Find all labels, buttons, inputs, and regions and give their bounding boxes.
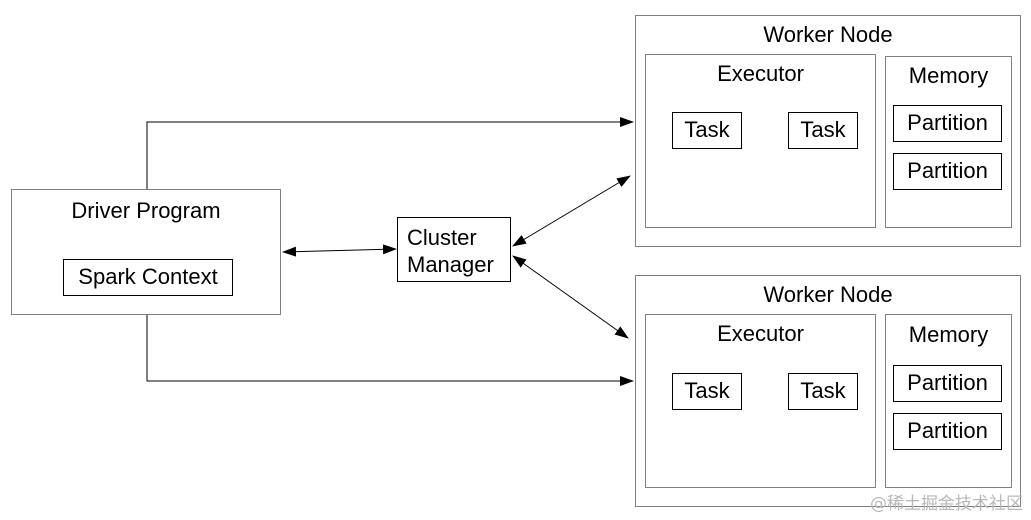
partition-box: Partition [893, 365, 1002, 402]
worker-node-title: Worker Node [763, 282, 893, 307]
memory-box: Memory Partition Partition [885, 56, 1012, 228]
executor-box: Executor Task Task [645, 314, 876, 488]
partition-box: Partition [893, 153, 1002, 190]
driver-to-worker1-arrow [146, 117, 634, 189]
memory-box: Memory Partition Partition [885, 314, 1012, 488]
task-box: Task [788, 112, 858, 149]
partition-box: Partition [893, 413, 1002, 450]
driver-program-title: Driver Program [71, 198, 221, 223]
driver-cluster-manager-arrow [282, 244, 397, 257]
spark-context-box: Spark Context [63, 259, 233, 296]
driver-to-worker2-arrow [146, 315, 634, 386]
task-box: Task [788, 373, 858, 410]
cluster-manager-worker2-arrow [512, 255, 629, 339]
cluster-manager-line2: Manager [407, 252, 494, 277]
memory-title: Memory [908, 322, 989, 347]
cluster-manager-line1: Cluster [407, 225, 477, 250]
task-box: Task [672, 373, 742, 410]
task-box: Task [672, 112, 742, 149]
executor-title: Executor [717, 321, 804, 346]
cluster-manager-worker1-arrow [512, 175, 631, 247]
memory-title: Memory [908, 63, 989, 88]
cluster-manager-box: Cluster Manager [397, 217, 511, 282]
executor-title: Executor [717, 61, 804, 86]
partition-box: Partition [893, 105, 1002, 142]
driver-program-box: Driver Program Spark Context [11, 189, 281, 315]
watermark-text: @稀土掘金技术社区 [870, 494, 1023, 514]
worker-node-title: Worker Node [763, 22, 893, 47]
cluster-manager-label: Cluster Manager [407, 224, 494, 278]
executor-box: Executor Task Task [645, 54, 876, 228]
